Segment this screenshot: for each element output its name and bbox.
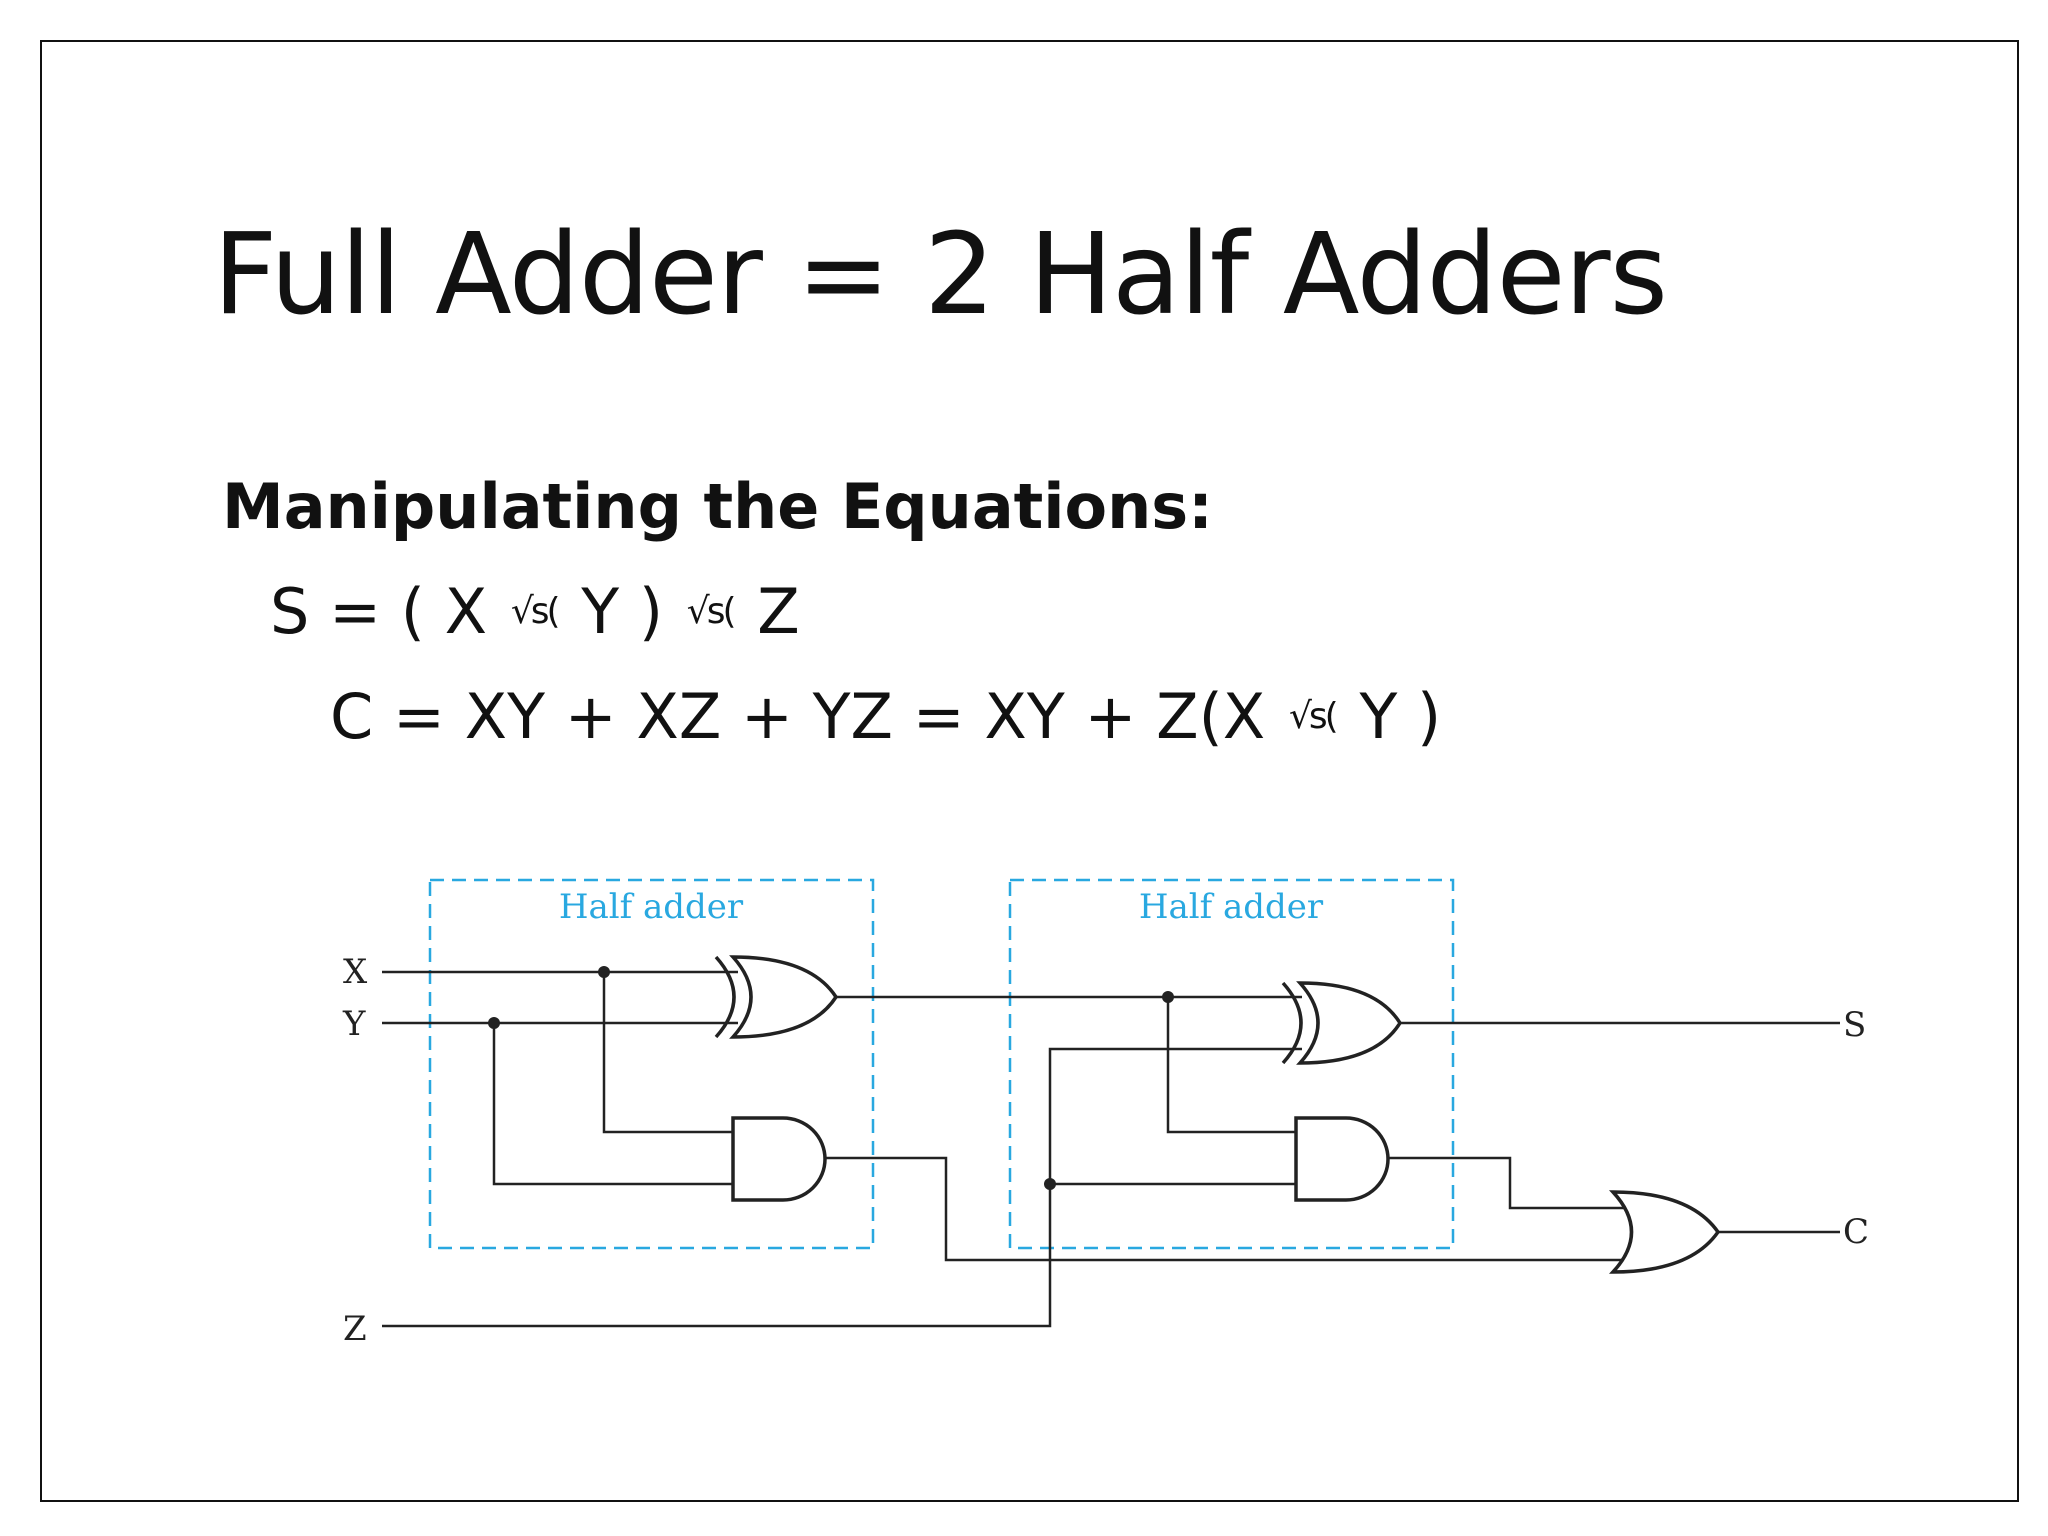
output-s-label: S bbox=[1843, 1005, 1866, 1045]
carry-equation-end: Y ) bbox=[1359, 680, 1442, 753]
slide-title: Full Adder = 2 Half Adders bbox=[213, 210, 1668, 340]
sum-equation-lhs: S = ( X bbox=[270, 575, 488, 648]
input-z-label: Z bbox=[343, 1309, 367, 1349]
xor-symbol: √s( bbox=[686, 591, 737, 632]
slide-subtitle: Manipulating the Equations: bbox=[222, 470, 1213, 543]
half-adder-box-2 bbox=[1008, 878, 1455, 1250]
xor-gate-2 bbox=[1281, 981, 1403, 1065]
half-adder-label-2: Half adder bbox=[1139, 887, 1324, 927]
input-x-label: X bbox=[343, 952, 368, 992]
xor-gate-1 bbox=[714, 955, 839, 1039]
half-adder-box-1 bbox=[428, 878, 875, 1250]
or-gate bbox=[1608, 1190, 1721, 1274]
half-adder-label-1: Half adder bbox=[559, 887, 744, 927]
output-c-label: C bbox=[1843, 1212, 1869, 1252]
and-gate-2 bbox=[1294, 1116, 1390, 1202]
and-gate-1 bbox=[731, 1116, 827, 1202]
xor-symbol: √s( bbox=[1288, 696, 1339, 737]
sum-equation: S = ( X √s( Y ) √s( Z bbox=[270, 575, 800, 648]
sum-equation-mid: Y ) bbox=[581, 575, 664, 648]
carry-equation: C = XY + XZ + YZ = XY + Z(X √s( Y ) bbox=[330, 680, 1441, 753]
carry-equation-lhs: C = XY + XZ + YZ = XY + Z(X bbox=[330, 680, 1266, 753]
junction-dot bbox=[598, 966, 610, 978]
junction-dot bbox=[1044, 1178, 1056, 1190]
slide-frame bbox=[40, 40, 2019, 1502]
junction-dot bbox=[488, 1017, 500, 1029]
sum-equation-end: Z bbox=[757, 575, 800, 648]
xor-symbol: √s( bbox=[510, 591, 561, 632]
junction-dot bbox=[1162, 991, 1174, 1003]
input-y-label: Y bbox=[342, 1004, 366, 1044]
